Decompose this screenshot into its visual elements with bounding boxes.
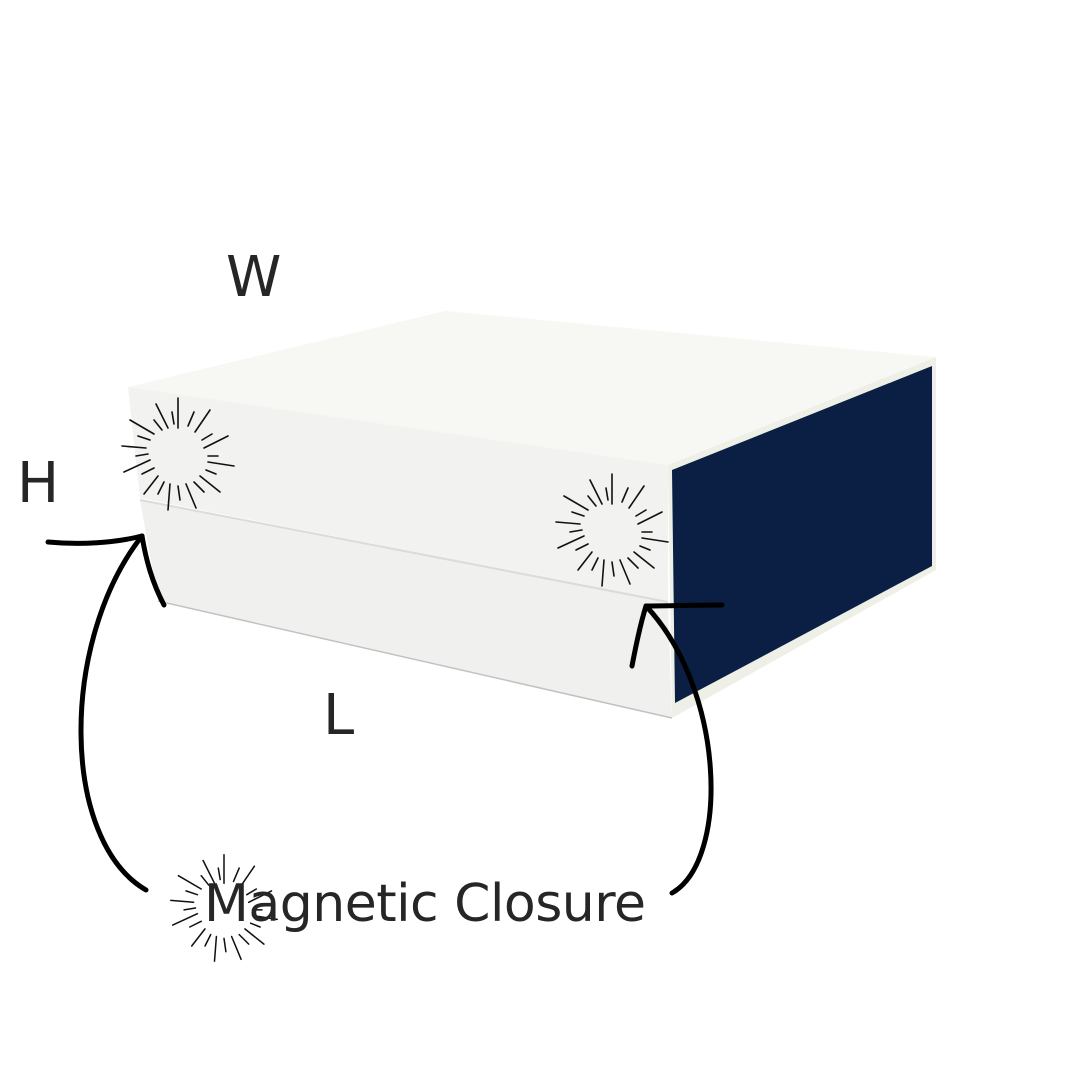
box-base-front bbox=[140, 500, 672, 718]
height-label: H bbox=[17, 451, 60, 516]
width-label: W bbox=[226, 245, 282, 310]
length-label: L bbox=[323, 683, 355, 748]
box-top-face bbox=[128, 311, 936, 465]
sparkle-burst-icon bbox=[121, 397, 235, 511]
curved-arrow-icon bbox=[629, 602, 725, 896]
box-side-navy bbox=[672, 366, 932, 703]
box-lid-front bbox=[128, 387, 668, 602]
magnetic-closure-caption: Magnetic Closure bbox=[204, 874, 646, 934]
curved-arrow-icon bbox=[45, 533, 167, 893]
